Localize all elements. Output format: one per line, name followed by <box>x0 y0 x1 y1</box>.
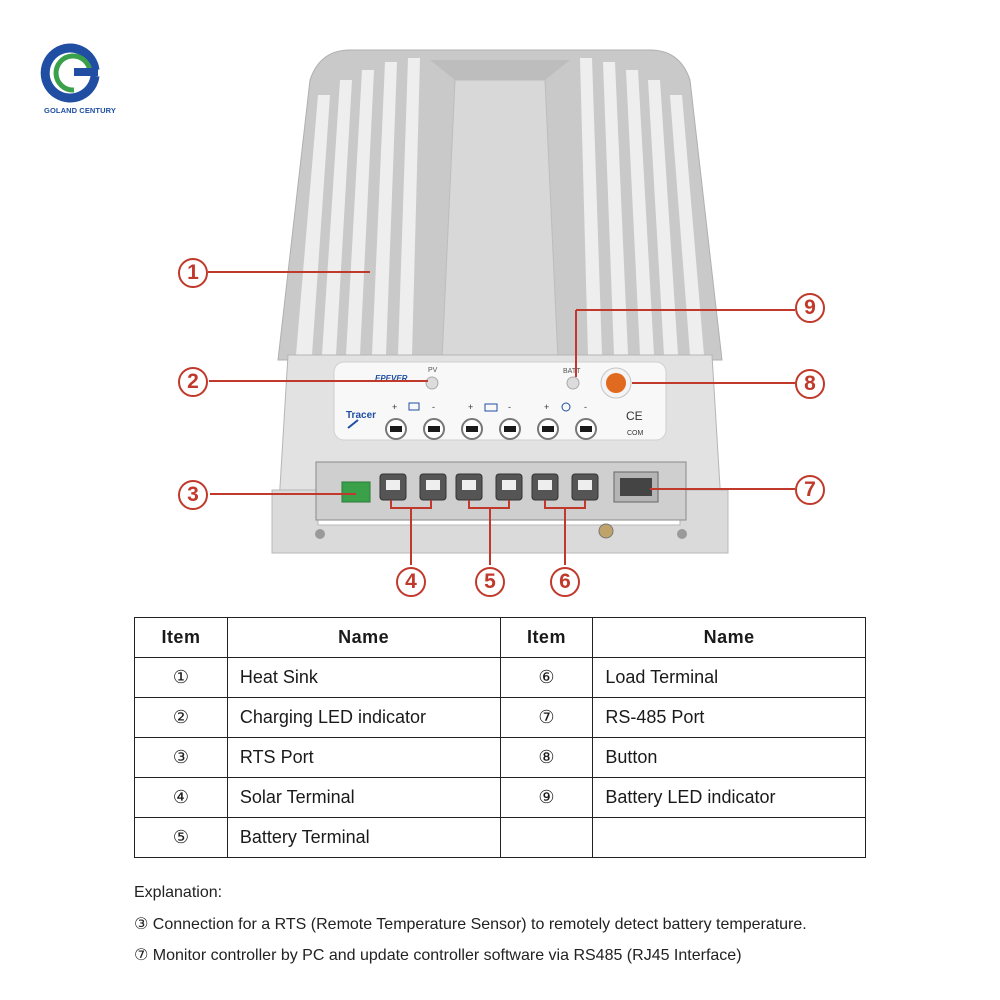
battery-led <box>567 377 579 389</box>
controller-illustration: EPEVER Tracer PV BATT CE COM + - + - + - <box>0 0 1000 600</box>
product-diagram: EPEVER Tracer PV BATT CE COM + - + - + - <box>0 0 1000 600</box>
batt-label: BATT <box>563 368 581 375</box>
solar-minus: - <box>432 402 435 412</box>
callout-4: 4 <box>396 567 426 597</box>
callout-7: 7 <box>795 475 825 505</box>
item-number: ⑤ <box>135 818 228 858</box>
legend-table: Item Name Item Name ① Heat Sink ⑥ Load T… <box>134 617 866 858</box>
item-number <box>500 818 593 858</box>
brand-logo-icon <box>45 48 98 98</box>
callout-9: 9 <box>795 293 825 323</box>
item-name: RTS Port <box>227 738 500 778</box>
item-number: ④ <box>135 778 228 818</box>
item-name: Load Terminal <box>593 658 866 698</box>
callout-6: 6 <box>550 567 580 597</box>
callout-5: 5 <box>475 567 505 597</box>
callout-8: 8 <box>795 369 825 399</box>
button-cap[interactable] <box>606 373 626 393</box>
battery-minus: - <box>508 402 511 412</box>
item-name: Charging LED indicator <box>227 698 500 738</box>
header-item-left: Item <box>135 618 228 658</box>
item-number: ① <box>135 658 228 698</box>
table-row: ③ RTS Port ⑧ Button <box>135 738 866 778</box>
explanation-title: Explanation: <box>134 884 222 902</box>
item-number: ⑨ <box>500 778 593 818</box>
item-number: ⑧ <box>500 738 593 778</box>
load-minus: - <box>584 402 587 412</box>
callout-1: 1 <box>178 258 208 288</box>
item-name: Battery LED indicator <box>593 778 866 818</box>
pv-label: PV <box>428 367 438 374</box>
table-row: ② Charging LED indicator ⑦ RS-485 Port <box>135 698 866 738</box>
rts-port <box>342 482 370 502</box>
table-row: ① Heat Sink ⑥ Load Terminal <box>135 658 866 698</box>
item-name: Battery Terminal <box>227 818 500 858</box>
item-number: ⑥ <box>500 658 593 698</box>
item-number: ⑦ <box>500 698 593 738</box>
ground-screw <box>599 524 613 538</box>
brand-name: GOLAND CENTURY <box>30 106 130 115</box>
item-number: ② <box>135 698 228 738</box>
explanation-line: ⑦ Monitor controller by PC and update co… <box>134 945 742 965</box>
com-label: COM <box>627 430 644 437</box>
load-plus: + <box>544 402 549 412</box>
item-number: ③ <box>135 738 228 778</box>
rs485-socket <box>620 478 652 496</box>
solar-plus: + <box>392 402 397 412</box>
header-name-left: Name <box>227 618 500 658</box>
item-name: Solar Terminal <box>227 778 500 818</box>
table-row: ⑤ Battery Terminal <box>135 818 866 858</box>
item-name: Button <box>593 738 866 778</box>
header-item-right: Item <box>500 618 593 658</box>
callout-3: 3 <box>178 480 208 510</box>
model-label: Tracer <box>346 410 376 421</box>
callout-2: 2 <box>178 367 208 397</box>
heat-sink <box>278 50 722 360</box>
table-row: ④ Solar Terminal ⑨ Battery LED indicator <box>135 778 866 818</box>
item-name: Heat Sink <box>227 658 500 698</box>
item-name <box>593 818 866 858</box>
battery-plus: + <box>468 402 473 412</box>
ce-mark: CE <box>626 409 643 423</box>
explanation-line: ③ Connection for a RTS (Remote Temperatu… <box>134 914 807 934</box>
item-name: RS-485 Port <box>593 698 866 738</box>
header-name-right: Name <box>593 618 866 658</box>
charging-led <box>426 377 438 389</box>
table-header-row: Item Name Item Name <box>135 618 866 658</box>
front-panel <box>272 355 728 553</box>
